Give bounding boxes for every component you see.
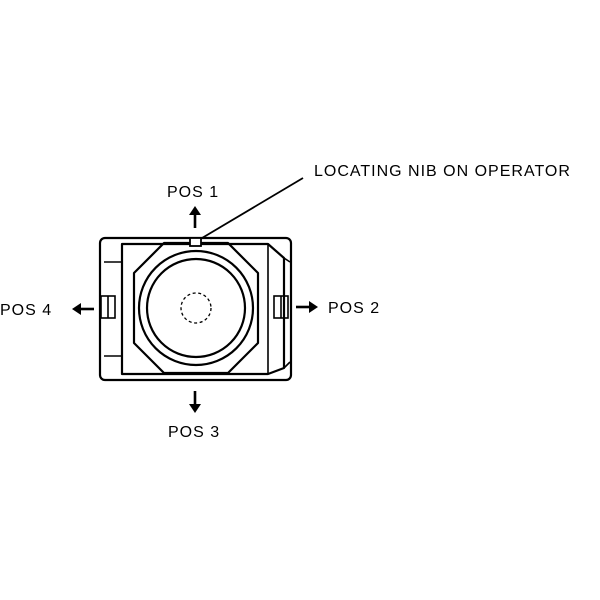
arrow-right-icon <box>296 301 318 313</box>
pos-4-label: POS 4 <box>0 302 52 319</box>
hex-nut <box>132 241 260 375</box>
operator-center-dashed <box>180 292 212 324</box>
pos-1-label: POS 1 <box>167 184 219 201</box>
pos-3-label: POS 3 <box>168 424 220 441</box>
switch-body <box>98 236 293 382</box>
pos-2-label: POS 2 <box>328 300 380 317</box>
operator-inner-ring <box>145 257 247 359</box>
locating-nib <box>189 237 202 247</box>
arrow-left-icon <box>72 303 94 315</box>
operator-outer-ring <box>137 249 255 367</box>
arrow-up-icon <box>189 206 201 228</box>
callout-label: LOCATING NIB ON OPERATOR <box>314 163 571 180</box>
callout-leader-line <box>196 177 304 242</box>
arrow-down-icon <box>189 391 201 413</box>
